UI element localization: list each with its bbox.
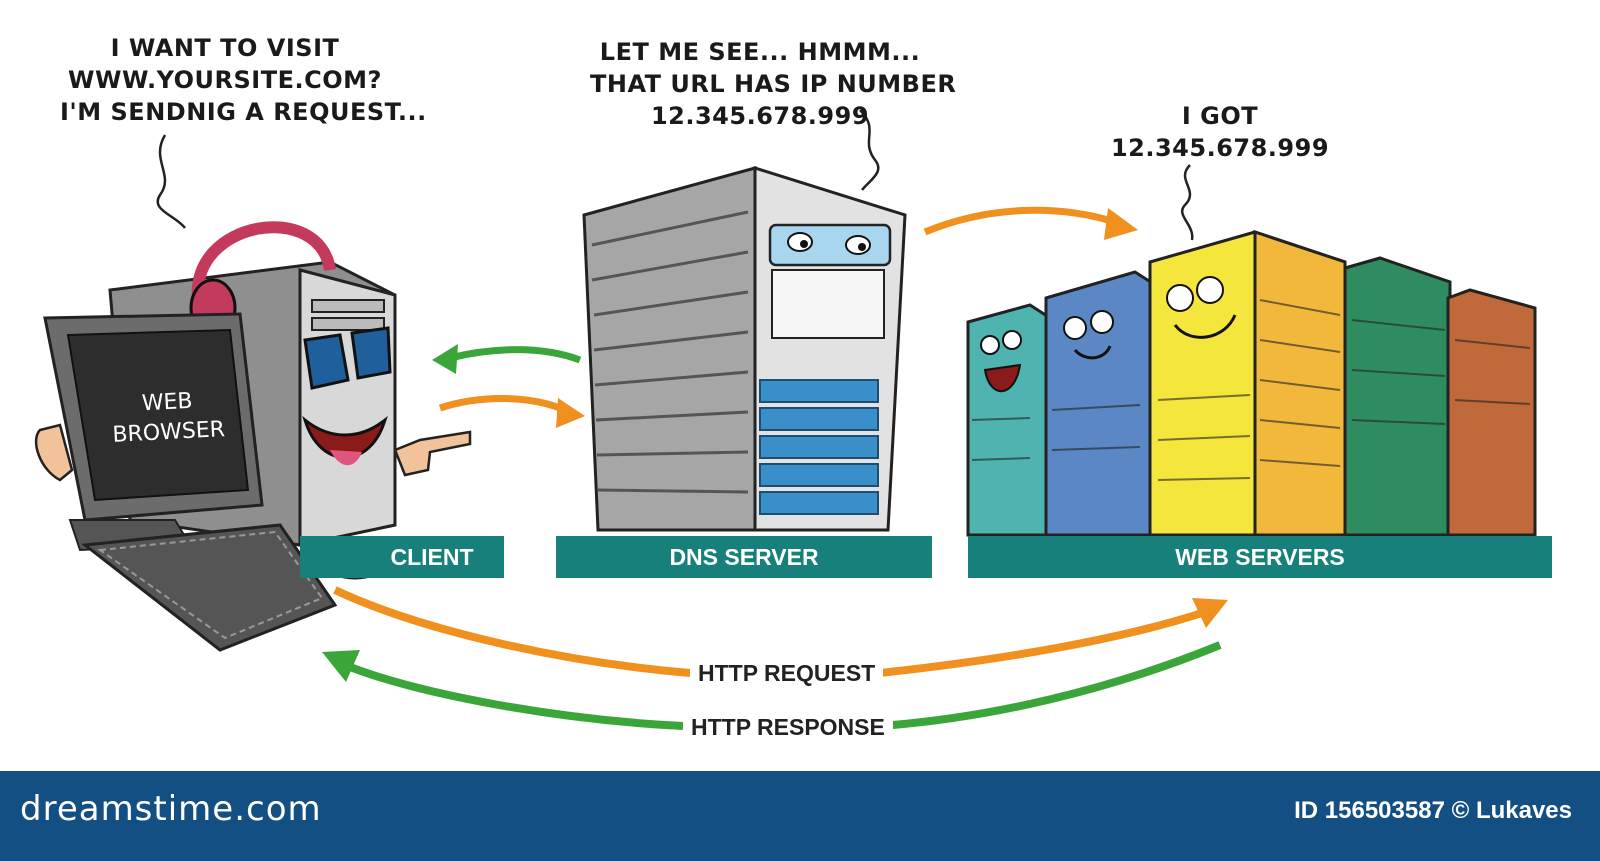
speech-line: 12.345.678.999 — [650, 102, 870, 130]
dns-server-label: DNS SERVER — [669, 544, 819, 570]
client-label: CLIENT — [390, 544, 474, 570]
dns-speech: LET ME SEE... HMMM... THAT URL HAS IP NU… — [590, 36, 957, 132]
speech-line: I WANT TO VISIT — [110, 34, 340, 62]
speech-line: THAT URL HAS IP NUMBER — [590, 70, 957, 98]
dns-server-illustration — [582, 165, 907, 532]
http-request-label: HTTP REQUEST — [690, 660, 884, 687]
http-response-arrow — [343, 641, 1222, 730]
client-to-dns-arrow — [438, 395, 567, 414]
speech-line: 12.345.678.999 — [1110, 134, 1330, 162]
web-servers-label: WEB SERVERS — [1175, 544, 1345, 570]
speech-line: LET ME SEE... HMMM... — [599, 38, 921, 66]
client-stage: CLIENT — [300, 536, 504, 578]
client-speech-tail — [156, 134, 186, 229]
pointing-hand-icon — [393, 430, 472, 477]
dns-eye-left-icon — [787, 232, 813, 252]
screen-line: BROWSER — [111, 417, 226, 448]
web-speech-tail — [1181, 164, 1194, 241]
web-servers-illustration — [966, 229, 1537, 537]
web-speech: I GOT 12.345.678.999 — [1110, 100, 1330, 164]
footer-bar: dreamstime.com ID 156503587 © Lukaves — [0, 771, 1600, 861]
footer-image-id: ID 156503587 © Lukaves — [1294, 797, 1572, 824]
client-speech: I WANT TO VISIT WWW.YOURSITE.COM? I'M SE… — [60, 32, 427, 128]
sunglasses-icon — [303, 326, 392, 390]
speech-line: I'M SENDNIG A REQUEST... — [60, 98, 427, 126]
speech-line: I GOT — [1181, 102, 1259, 130]
speech-line: WWW.YOURSITE.COM? — [68, 66, 382, 94]
dns-stage: DNS SERVER — [556, 536, 932, 578]
web-stage: WEB SERVERS — [968, 536, 1552, 578]
monitor-screen-text: WEB BROWSER — [107, 385, 230, 451]
dns-to-client-arrow — [449, 346, 582, 364]
dns-eye-right-icon — [845, 235, 871, 255]
dns-to-web-arrow — [923, 206, 1117, 236]
smile-icon — [302, 415, 388, 459]
blue-server-face-icon — [1063, 310, 1114, 360]
dns-speech-tail — [859, 109, 880, 191]
teal-server-face-icon — [980, 330, 1022, 393]
client-computer — [34, 221, 472, 652]
holding-hand-icon — [34, 423, 74, 482]
yellow-server-face-icon — [1166, 276, 1237, 339]
headphones-icon — [191, 221, 336, 301]
http-response-label: HTTP RESPONSE — [683, 714, 893, 741]
http-request-arrow — [333, 586, 1207, 677]
footer-brand-logo[interactable]: dreamstime.com — [20, 789, 322, 829]
